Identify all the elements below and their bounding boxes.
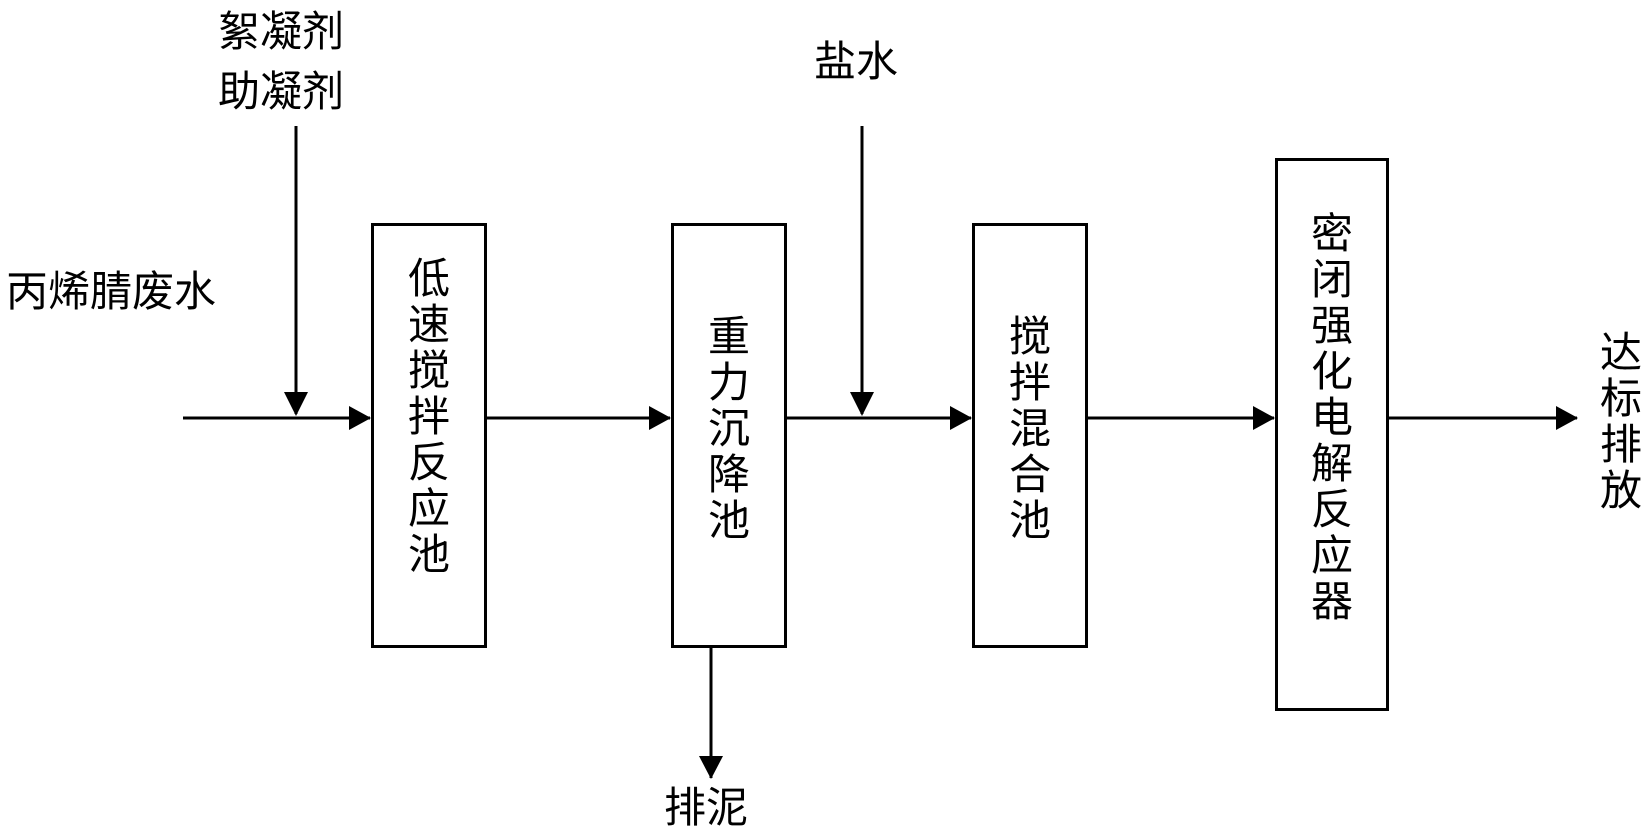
stirring-mixing-tank: 搅 拌 混 合 池	[972, 223, 1088, 648]
unit1-label: 低 速 搅 拌 反 应 池	[407, 254, 450, 579]
gravity-settling-tank: 重 力 沉 降 池	[671, 223, 787, 648]
unit3-label: 搅 拌 混 合 池	[1008, 312, 1051, 545]
unit4-label: 密 闭 强 化 电 解 反 应 器	[1310, 209, 1353, 626]
sealed-enhanced-electrolysis-reactor: 密 闭 强 化 电 解 反 应 器	[1275, 158, 1389, 711]
arrowhead-to-unit2	[649, 406, 671, 430]
arrowhead-brine	[850, 392, 874, 416]
arrowhead-to-unit3	[950, 406, 972, 430]
flocculant-label: 絮凝剂	[218, 7, 345, 56]
unit2-label: 重 力 沉 降 池	[707, 312, 750, 545]
coagulant-aid-label: 助凝剂	[218, 67, 345, 116]
arrowhead-sludge	[699, 756, 723, 779]
arrowhead-additive	[284, 392, 308, 416]
arrowhead-discharge	[1556, 406, 1578, 430]
brine-label: 盐水	[814, 37, 899, 86]
wastewater-label: 丙烯腈废水	[6, 267, 217, 316]
sludge-label: 排泥	[664, 783, 749, 832]
arrowhead-to-unit1	[349, 406, 371, 430]
arrowhead-to-unit4	[1253, 406, 1275, 430]
low-speed-stirring-reaction-tank: 低 速 搅 拌 反 应 池	[371, 223, 487, 648]
discharge-label: 达 标 排 放	[1599, 328, 1642, 515]
